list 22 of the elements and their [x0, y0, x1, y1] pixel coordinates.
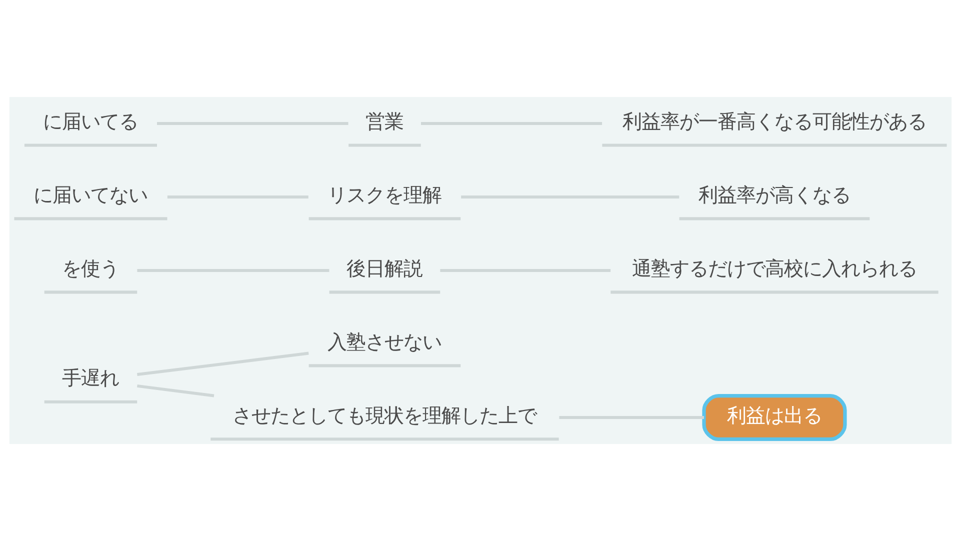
- connector: [558, 416, 704, 418]
- node-text: を使う: [62, 256, 119, 280]
- node-text: 営業: [365, 110, 404, 133]
- connector: [420, 122, 602, 124]
- connector: [460, 195, 679, 198]
- connector: [166, 195, 308, 198]
- node-text: 利益率が高くなる: [698, 183, 850, 206]
- node-text: 入塾させない: [327, 330, 442, 354]
- node-text: 手遅れ: [62, 366, 119, 390]
- connector: [136, 384, 214, 397]
- connector: [136, 351, 308, 376]
- node-text: 利益率が一番高くなる可能性がある: [622, 110, 926, 133]
- connector: [136, 268, 329, 272]
- node-text: に届いてない: [33, 183, 148, 206]
- node-text: させたとしても現状を理解した上で: [232, 404, 536, 427]
- node-text: リスクを理解: [327, 183, 442, 206]
- node-text: 後日解説: [346, 256, 422, 280]
- node-text: に届いてる: [42, 110, 138, 133]
- node-text: 通塾するだけで高校に入れられる: [631, 256, 916, 280]
- node-box: 利益は出る: [702, 394, 846, 440]
- connector: [156, 122, 348, 124]
- connector: [440, 268, 610, 272]
